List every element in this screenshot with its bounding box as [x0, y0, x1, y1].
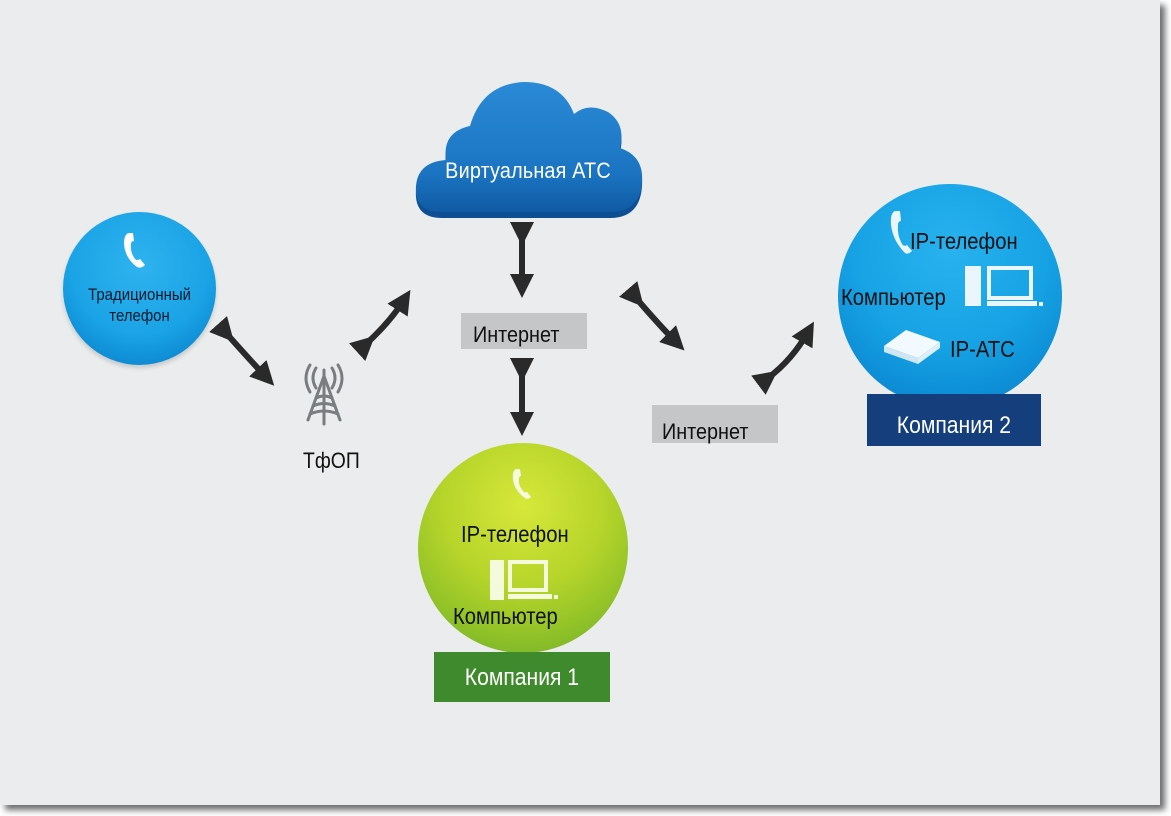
ip-pbx-device-icon — [884, 330, 940, 364]
arrow-internet-right-to-company2 — [751, 321, 814, 395]
company2-computer-label: Компьютер — [841, 284, 946, 310]
arrow-pstn-to-internet — [349, 289, 411, 361]
phone-handset-icon — [124, 233, 145, 268]
company1-computer-label: Компьютер — [453, 603, 558, 629]
virtual-pbx-label: Виртуальная АТС — [445, 158, 611, 183]
internet-center-box: Интернет — [461, 313, 587, 349]
radio-tower-icon — [304, 363, 344, 426]
computer-icon — [965, 266, 1043, 306]
arrow-traditional-to-pstn — [209, 316, 275, 386]
connection-arrows — [209, 222, 814, 436]
company2-badge: Компания 2 — [867, 394, 1041, 446]
internet-right-box: Интернет — [652, 405, 778, 444]
pstn-label: ТфОП — [303, 448, 360, 473]
company2-phone-label: IP-телефон — [910, 228, 1018, 254]
company2-node: IP-телефон Компьютер IP-АТС — [838, 184, 1062, 408]
computer-icon — [490, 560, 558, 600]
diagram-canvas: Виртуальная АТС Традиционный телефон ТфО… — [0, 0, 1160, 805]
arrow-internet-to-internet-right — [619, 281, 685, 351]
company2-pbx-label: IP-АТС — [950, 336, 1015, 362]
traditional-phone-node: Традиционный телефон — [63, 212, 216, 365]
internet-right-label: Интернет — [662, 419, 749, 444]
company1-phone-label: IP-телефон — [461, 521, 569, 547]
ip-phone-icon — [890, 211, 912, 254]
company1-badge: Компания 1 — [434, 652, 610, 702]
company1-node: IP-телефон Компьютер — [418, 443, 628, 653]
virtual-pbx-cloud: Виртуальная АТС — [412, 78, 644, 228]
cloud-icon — [415, 82, 643, 218]
traditional-phone-label: Традиционный телефон — [88, 285, 191, 325]
ip-phone-icon — [512, 469, 531, 499]
internet-center-label: Интернет — [473, 322, 560, 347]
